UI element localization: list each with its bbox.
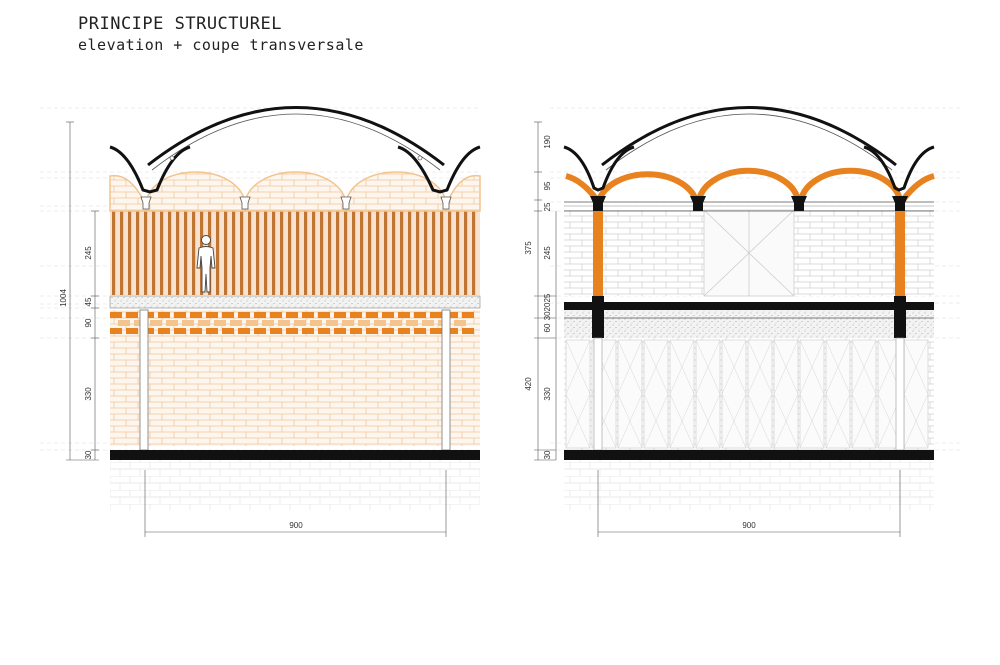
ground-slab bbox=[110, 450, 480, 460]
page-title: PRINCIPE STRUCTUREL bbox=[78, 14, 282, 34]
orange-arches bbox=[565, 167, 935, 202]
dim-sec-inner-1: 330 bbox=[543, 387, 552, 401]
elevation-drawing: 1004 245 45 90 330 30 900 bbox=[40, 106, 481, 537]
section-horizontal-dimension-line bbox=[597, 470, 901, 537]
section-vertical-dimension-lines bbox=[534, 121, 557, 461]
dim-elev-1: 45 bbox=[84, 297, 93, 306]
timber-cladding bbox=[110, 211, 480, 295]
section-ground-slab bbox=[564, 450, 934, 460]
human-figure bbox=[196, 235, 216, 293]
left-orange-column bbox=[593, 210, 603, 296]
ground-hatch bbox=[110, 460, 480, 510]
dim-elev-0: 245 bbox=[84, 246, 93, 260]
left-black-column bbox=[592, 296, 604, 338]
floor-beam bbox=[564, 302, 934, 310]
dim-sec-7: 30 bbox=[543, 450, 552, 459]
dim-sec-0: 190 bbox=[543, 135, 552, 149]
right-black-column bbox=[894, 296, 906, 338]
checker-band bbox=[110, 312, 474, 334]
dim-sec-4: 302025 bbox=[543, 293, 552, 320]
dim-sec-width: 900 bbox=[742, 521, 756, 530]
dim-sec-1: 95 bbox=[543, 181, 552, 190]
dim-sec-2: 25 bbox=[543, 202, 552, 211]
floor-slab bbox=[109, 295, 481, 309]
dim-overall: 1004 bbox=[59, 289, 68, 307]
horizontal-dimension-line bbox=[144, 470, 447, 537]
right-lower-column bbox=[895, 337, 905, 451]
column-capitals bbox=[140, 196, 452, 210]
section-ground-hatch bbox=[564, 460, 934, 510]
right-orange-column bbox=[895, 210, 905, 296]
dim-elev-3: 330 bbox=[84, 387, 93, 401]
brick-vaults bbox=[109, 171, 481, 212]
dim-sec-inner-0: 245 bbox=[543, 246, 552, 260]
roof-shell bbox=[109, 106, 481, 194]
page-subtitle: elevation + coupe transversale bbox=[78, 36, 364, 54]
dim-elev-2: 90 bbox=[84, 318, 93, 327]
section-capitals bbox=[590, 196, 908, 211]
dim-elev-4: 30 bbox=[84, 450, 93, 459]
lower-door-panels bbox=[565, 339, 929, 449]
slab-fill bbox=[564, 310, 934, 338]
dim-elev-width: 900 bbox=[289, 521, 303, 530]
dim-sec-6: 420 bbox=[524, 377, 533, 391]
section-roof-shell bbox=[563, 106, 935, 192]
vertical-dimension-line bbox=[66, 121, 99, 461]
section-drawing: 190 95 25 375 302025 60 420 30 245 330 9… bbox=[524, 106, 960, 537]
dim-sec-5: 60 bbox=[543, 323, 552, 332]
upper-door-panel bbox=[703, 209, 795, 297]
left-lower-column bbox=[593, 337, 603, 451]
dim-sec-3: 375 bbox=[524, 241, 533, 255]
